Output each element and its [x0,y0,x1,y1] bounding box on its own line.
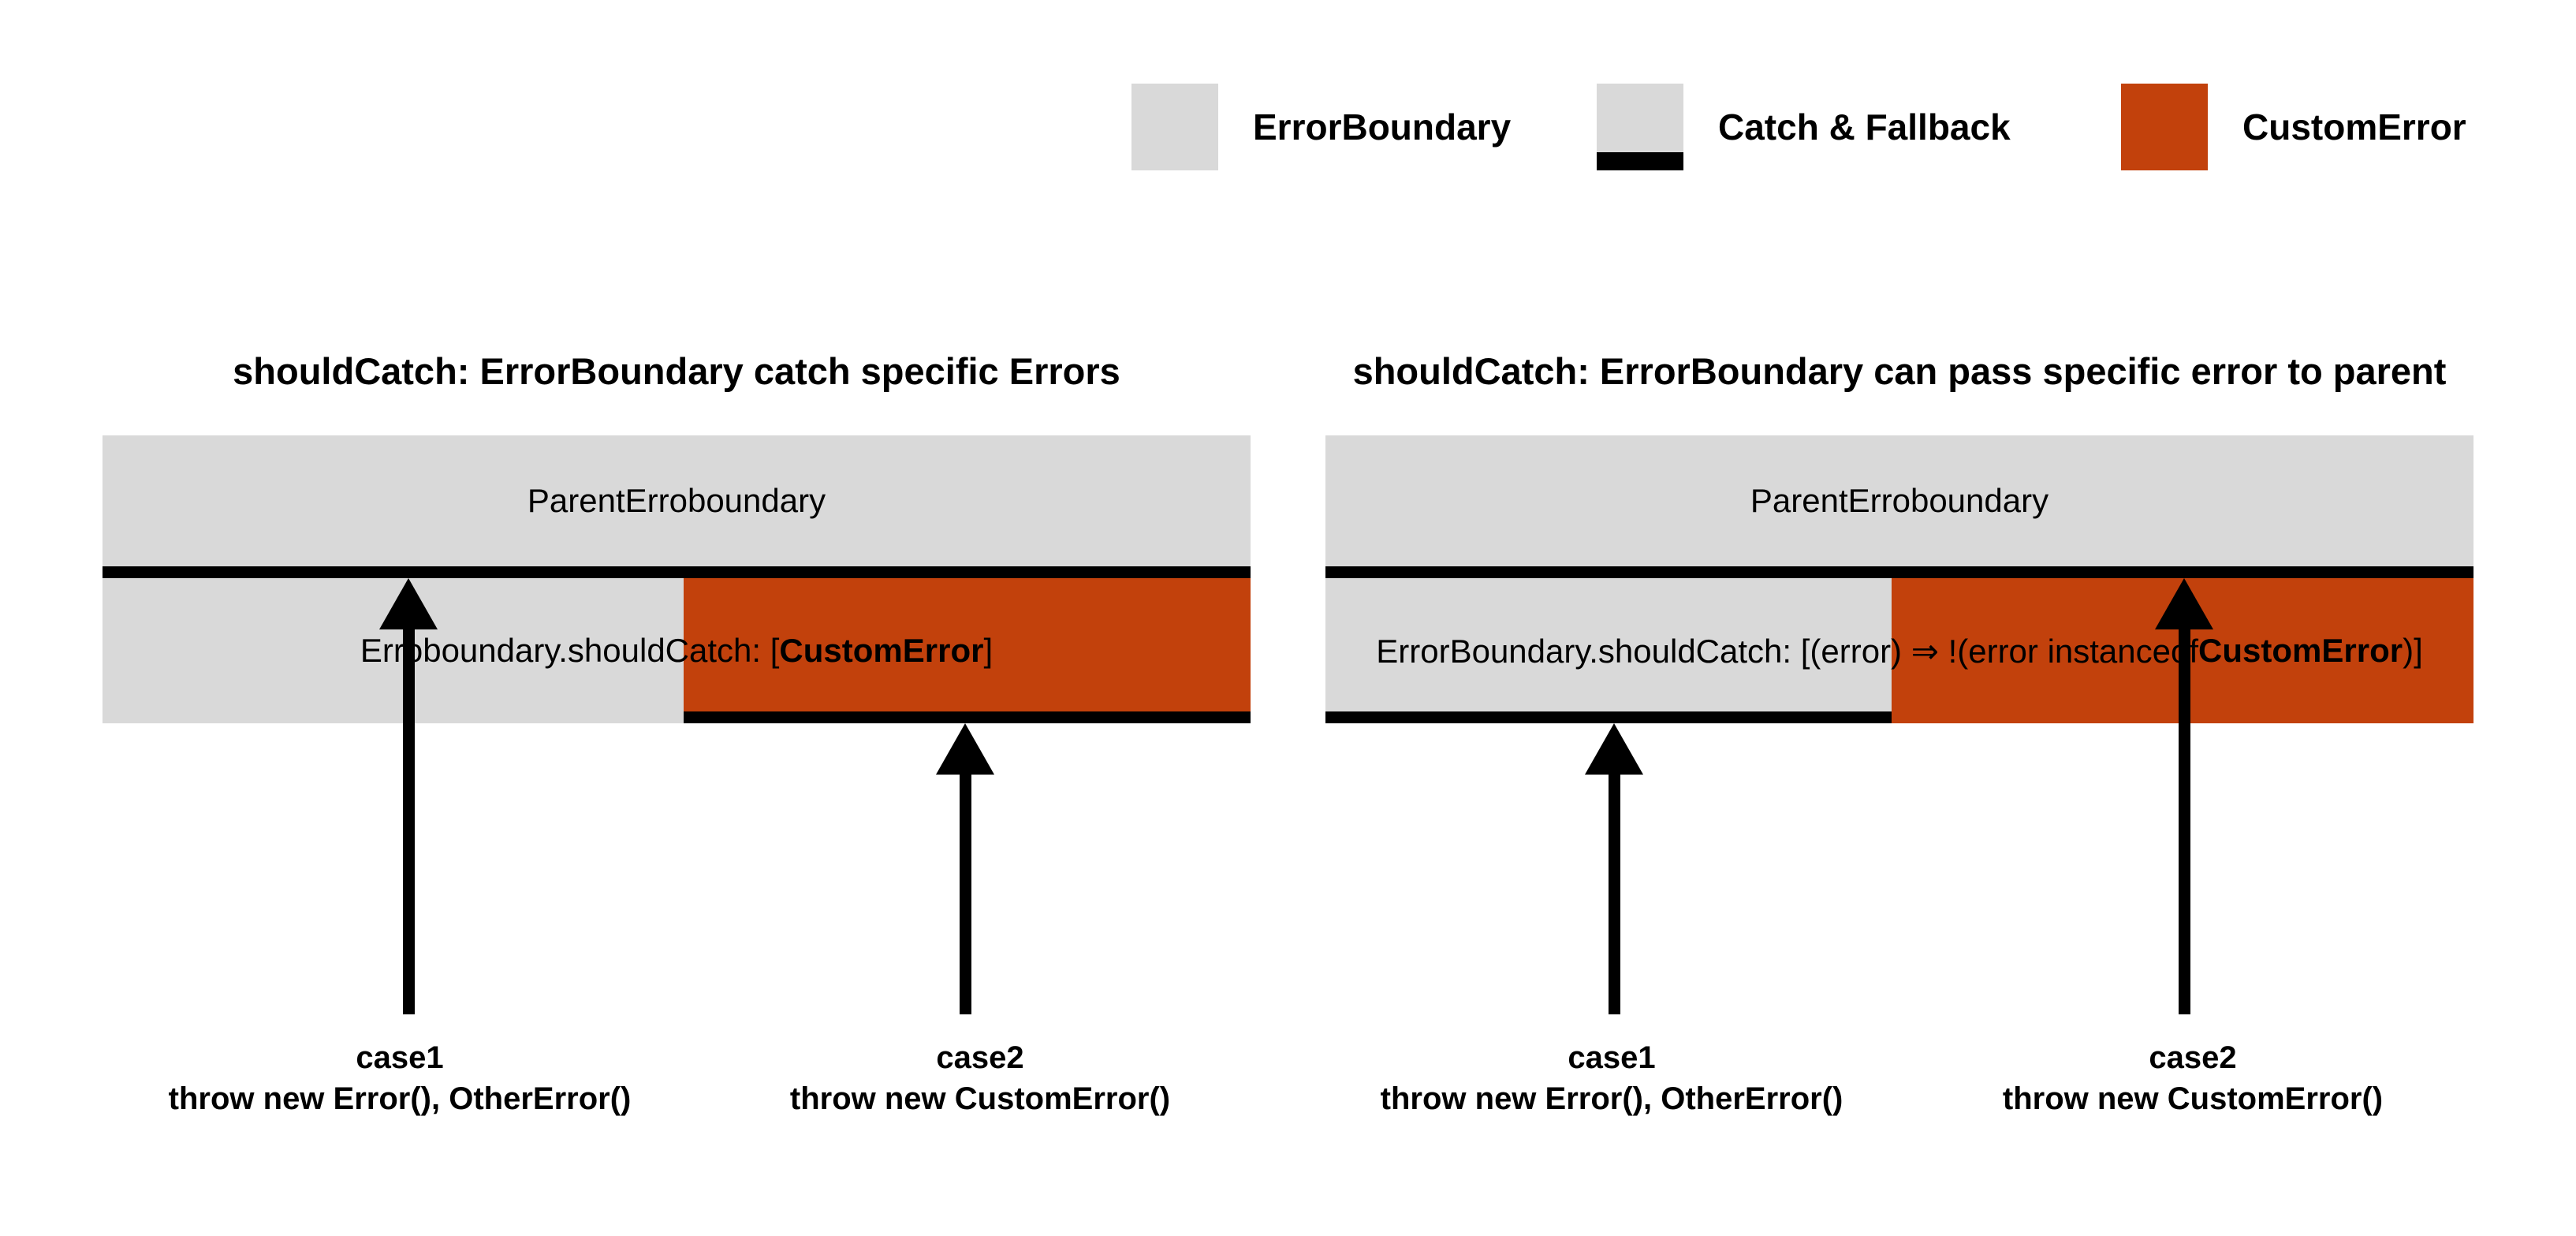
legend-label: CustomError [2242,106,2466,147]
arrow-shaft [960,767,971,1014]
arrow-up-icon [1585,723,1643,775]
case-code: throw new CustomError() [789,1081,1171,1116]
arrow-up-icon [936,723,994,775]
diagram-title: shouldCatch: ErrorBoundary catch specifi… [233,350,1120,392]
case-name: case2 [2149,1040,2237,1075]
error-boundary-swatch-icon [1131,84,1218,170]
diagram-title: shouldCatch: ErrorBoundary can pass spec… [1352,350,2447,392]
legend-label: ErrorBoundary [1253,106,1512,147]
left-case1-label: case1 throw new Error(), OtherError() [169,1037,632,1119]
child-catch-section [1325,578,1892,723]
case-name: case1 [356,1040,444,1075]
custom-error-swatch-icon [2121,84,2208,170]
arrow-up-icon [379,578,438,629]
child-label-bold: CustomError [779,632,984,669]
child-label-suffix: ] [983,632,993,669]
right-case2-label: case2 throw new CustomError() [2003,1037,2383,1119]
child-boundary-label: ErrorBoundary.shouldCatch: [(error) ⇒ !(… [1325,578,2473,723]
case-code: throw new Error(), OtherError() [168,1081,632,1116]
parent-boundary-bar: ParentErroboundary [103,435,1251,578]
case-name: case1 [1568,1040,1656,1075]
left-case2-label: case2 throw new CustomError() [790,1037,1170,1119]
case-code: throw new Error(), OtherError() [1380,1081,1843,1116]
arrow-shaft [1609,767,1620,1014]
case-name: case2 [936,1040,1024,1075]
parent-boundary-label: ParentErroboundary [527,482,826,519]
arrow-shaft [403,622,415,1014]
right-case1-label: case1 throw new Error(), OtherError() [1381,1037,1843,1119]
arrow-shaft [2179,622,2190,1014]
legend-item-catch-fallback: Catch & Fallback [1597,84,2011,170]
diagram-catch-specific-errors: shouldCatch: ErrorBoundary catch specifi… [103,0,1251,1236]
arrow-up-icon [2155,578,2213,629]
child-label-prefix: ErrorBoundary.shouldCatch: [(error) ⇒ !(… [1376,632,2199,670]
legend-item-error-boundary: ErrorBoundary [1131,84,1511,170]
child-catch-section [684,578,1251,723]
parent-boundary-label: ParentErroboundary [1750,482,2049,519]
child-label-bold: CustomError [2198,632,2403,669]
child-label-suffix: )] [2403,632,2423,669]
child-boundary-bar: Erroboundary.shouldCatch: [CustomError] [103,578,1251,723]
legend-label: Catch & Fallback [1718,106,2011,147]
case-code: throw new CustomError() [2002,1081,2384,1116]
child-boundary-bar: ErrorBoundary.shouldCatch: [(error) ⇒ !(… [1325,578,2473,723]
child-boundary-label: Erroboundary.shouldCatch: [CustomError] [103,578,1251,723]
child-label-prefix: Erroboundary.shouldCatch: [ [360,632,780,669]
catch-fallback-swatch-icon [1597,84,1683,170]
parent-boundary-bar: ParentErroboundary [1325,435,2473,578]
legend-item-custom-error: CustomError [2121,84,2466,170]
